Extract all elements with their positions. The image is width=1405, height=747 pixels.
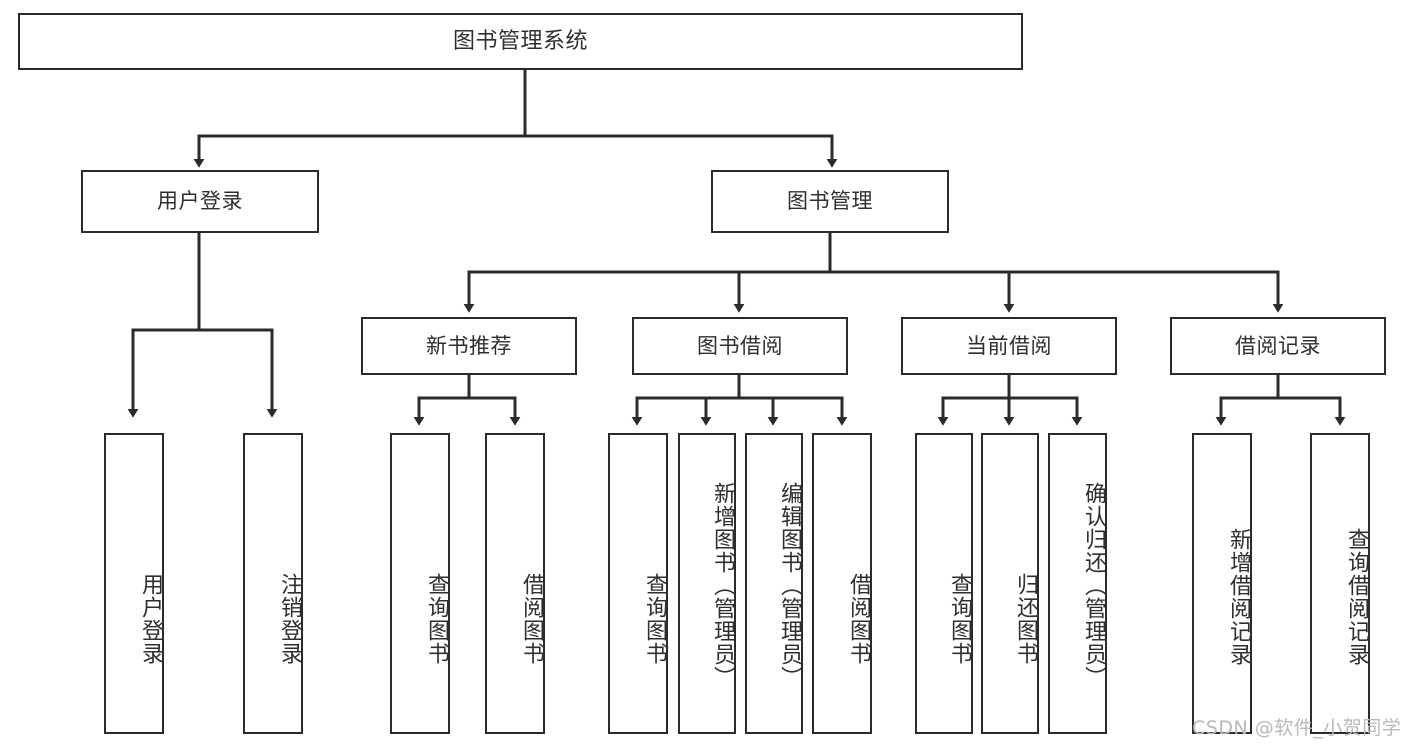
node-label: 编辑图书（管理员） xyxy=(777,482,802,689)
node-label: 注销登录 xyxy=(277,572,302,665)
leaf-query-book-current[interactable]: 查询图书 xyxy=(915,433,973,734)
node-label: 查询图书 xyxy=(947,572,972,665)
node-label: 借阅图书 xyxy=(519,572,544,665)
node-new-book-recommend[interactable]: 新书推荐 xyxy=(361,317,577,375)
leaf-add-borrow-record[interactable]: 新增借阅记录 xyxy=(1192,433,1252,734)
node-label: 用户登录 xyxy=(138,572,163,665)
node-label: 借阅记录 xyxy=(1235,333,1321,358)
leaf-return-book[interactable]: 归还图书 xyxy=(981,433,1039,734)
leaf-confirm-return-admin[interactable]: 确认归还（管理员） xyxy=(1048,433,1107,734)
node-label: 新增图书（管理员） xyxy=(710,482,735,689)
node-borrow-record[interactable]: 借阅记录 xyxy=(1170,317,1386,375)
node-label: 归还图书 xyxy=(1013,572,1038,665)
leaf-query-book-recommend[interactable]: 查询图书 xyxy=(390,433,450,734)
leaf-user-login[interactable]: 用户登录 xyxy=(104,433,164,734)
node-label: 新增借阅记录 xyxy=(1226,527,1251,666)
leaf-query-book-borrow[interactable]: 查询图书 xyxy=(608,433,668,734)
node-current-borrow[interactable]: 当前借阅 xyxy=(901,317,1117,375)
leaf-edit-book-admin[interactable]: 编辑图书（管理员） xyxy=(745,433,803,734)
leaf-user-logout[interactable]: 注销登录 xyxy=(243,433,303,734)
node-book-borrow[interactable]: 图书借阅 xyxy=(632,317,848,375)
node-label: 新书推荐 xyxy=(426,333,512,358)
node-user-login[interactable]: 用户登录 xyxy=(81,170,319,233)
node-label: 查询借阅记录 xyxy=(1344,527,1369,666)
node-label: 借阅图书 xyxy=(846,572,871,665)
node-label: 图书管理系统 xyxy=(452,28,588,54)
node-root-system[interactable]: 图书管理系统 xyxy=(18,13,1023,70)
node-label: 查询图书 xyxy=(642,572,667,665)
node-label: 用户登录 xyxy=(157,189,243,214)
node-label: 查询图书 xyxy=(424,572,449,665)
leaf-add-book-admin[interactable]: 新增图书（管理员） xyxy=(678,433,736,734)
node-label: 图书借阅 xyxy=(697,333,783,358)
node-label: 当前借阅 xyxy=(966,333,1052,358)
node-label: 图书管理 xyxy=(787,189,873,214)
leaf-borrow-book-borrow[interactable]: 借阅图书 xyxy=(812,433,872,734)
leaf-query-borrow-record[interactable]: 查询借阅记录 xyxy=(1310,433,1370,734)
leaf-borrow-book-recommend[interactable]: 借阅图书 xyxy=(485,433,545,734)
node-book-manage[interactable]: 图书管理 xyxy=(711,170,949,233)
node-label: 确认归还（管理员） xyxy=(1081,482,1106,689)
